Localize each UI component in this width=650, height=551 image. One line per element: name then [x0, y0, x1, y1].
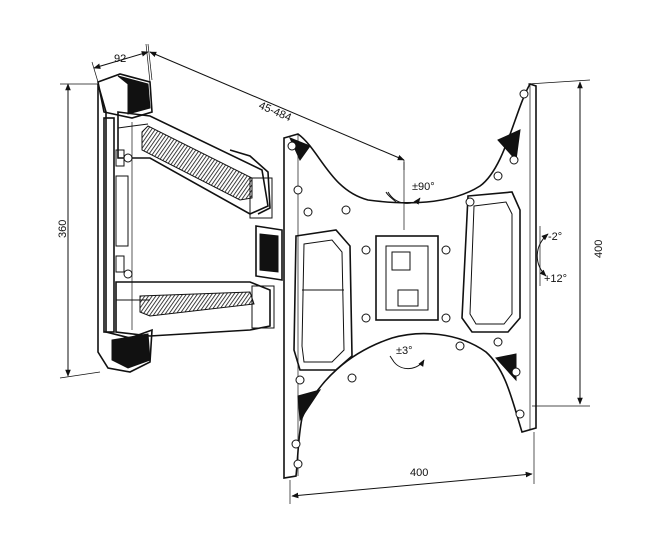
tv-plate: [283, 83, 537, 479]
rotation-label: ±3°: [396, 345, 413, 357]
depth-dimension: 92: [91, 43, 151, 83]
height-label: 360: [57, 220, 69, 238]
wall-plate: [97, 73, 153, 373]
tilt-annotation: -2° +12°: [536, 226, 567, 286]
tilt-down-label: +12°: [544, 273, 567, 285]
rotation-annotation: ±3°: [389, 345, 425, 369]
tilt-up-label: -2°: [548, 231, 562, 243]
vesa-height-label: 400: [593, 240, 605, 258]
extension-label: 45-484: [257, 100, 293, 124]
swivel-label: ±90°: [412, 181, 435, 193]
hinge-block: [249, 177, 283, 329]
swivel-annotation: ±90°: [385, 162, 435, 230]
vesa-height-dimension: 400: [527, 79, 605, 407]
depth-label: 92: [114, 53, 126, 65]
height-dimension: 360: [57, 83, 101, 379]
vesa-width-label: 400: [410, 467, 428, 479]
lower-arm: [115, 269, 271, 337]
vesa-width-dimension: 400: [289, 432, 535, 504]
upper-arm: [117, 111, 271, 215]
